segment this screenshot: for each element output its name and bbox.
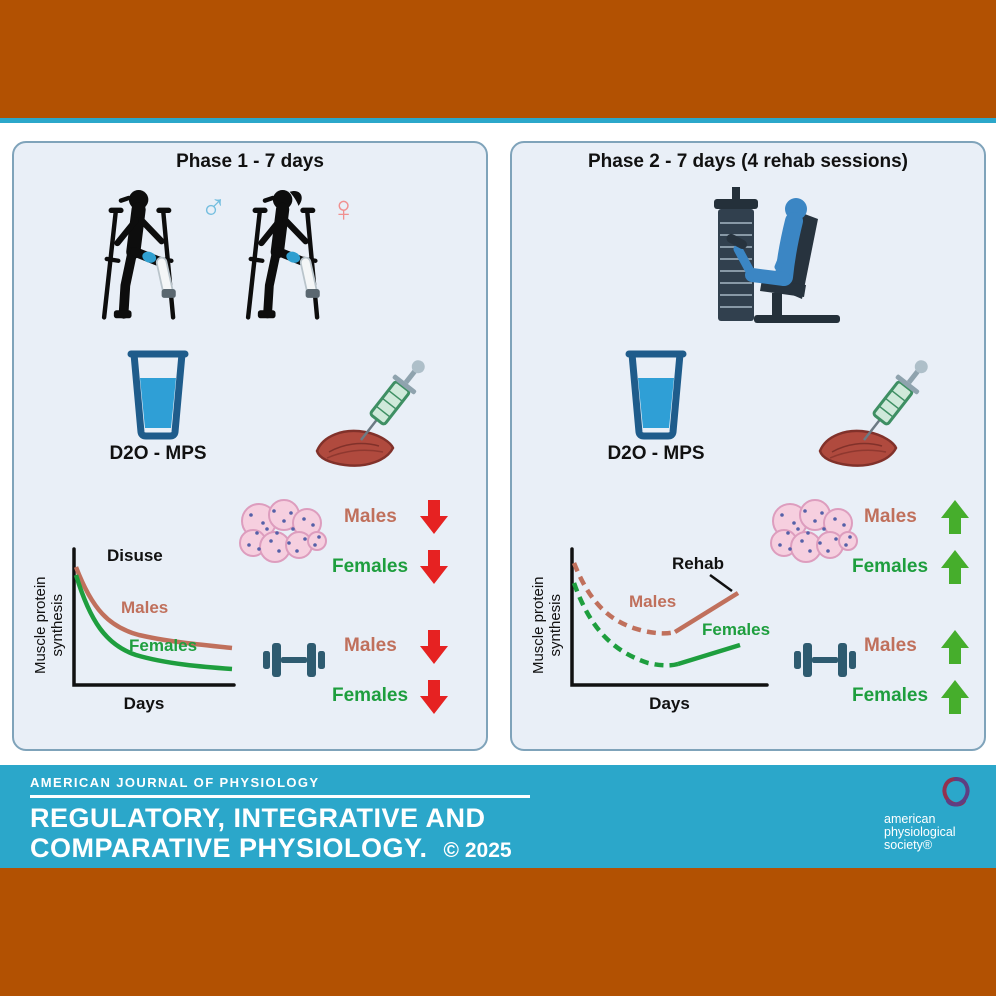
strength-males-label: Males	[344, 635, 397, 656]
chart-plot	[570, 547, 769, 687]
chart-x-axis-label: Days	[123, 694, 165, 713]
chart-males-label: Males	[121, 598, 169, 617]
muscle-biopsy-icon	[818, 360, 928, 467]
d2o-glass-icon	[625, 350, 687, 440]
leg-extension-machine-icon	[714, 187, 840, 323]
chart-y-axis-label: Muscle protein synthesis	[529, 576, 564, 675]
arrow-down-icon	[420, 680, 448, 714]
histology-females-label: Females	[332, 556, 409, 577]
journal-name: AMERICAN JOURNAL OF PHYSIOLOGY	[30, 775, 320, 790]
strength-females-label: Females	[332, 685, 409, 706]
muscle-histology-icon	[239, 499, 327, 563]
female-crutches-icon	[245, 189, 320, 320]
arrow-up-icon	[941, 500, 969, 534]
muscle-histology-icon	[770, 499, 858, 563]
chart-males-label: Males	[629, 592, 677, 611]
male-symbol: ♂	[200, 185, 227, 226]
banner-divider	[30, 795, 530, 798]
mps-chart-phase2: Muscle protein synthesis Rehab Males Fem…	[527, 538, 777, 748]
chart-x-axis-label: Days	[649, 694, 690, 713]
journal-title-line2: COMPARATIVE PHYSIOLOGY.	[30, 833, 428, 863]
arrow-down-icon	[420, 630, 448, 664]
strength-females-label: Females	[852, 685, 929, 706]
phase1-panel: Phase 1 - 7 days ♂	[12, 141, 488, 751]
aps-logo-icon	[942, 777, 970, 807]
arrow-up-icon	[941, 630, 969, 664]
chart-y-axis-label: Muscle protein synthesis	[31, 576, 66, 675]
chart-annotation: Rehab	[672, 554, 724, 573]
arrow-down-icon	[420, 500, 448, 534]
histology-males-label: Males	[864, 506, 917, 527]
phase2-panel: Phase 2 - 7 days (4 rehab sessions)	[510, 141, 986, 751]
histology-females-label: Females	[852, 556, 929, 577]
male-crutches-icon	[101, 189, 176, 320]
chart-annotation: Disuse	[107, 546, 163, 565]
society-name: american physiological society®	[884, 812, 956, 852]
top-accent-bar	[0, 118, 996, 123]
journal-title-line1: REGULATORY, INTEGRATIVE AND	[30, 803, 486, 833]
chart-plot	[72, 547, 236, 687]
histology-males-label: Males	[344, 506, 397, 527]
chart-females-label: Females	[702, 620, 771, 639]
arrow-down-icon	[420, 550, 448, 584]
phase1-title: Phase 1 - 7 days	[176, 151, 324, 172]
arrow-up-icon	[941, 680, 969, 714]
phase2-title: Phase 2 - 7 days (4 rehab sessions)	[588, 151, 908, 172]
arrow-up-icon	[941, 550, 969, 584]
dumbbell-icon	[794, 643, 856, 677]
copyright: © 2025	[443, 839, 512, 862]
muscle-biopsy-icon	[315, 360, 425, 467]
mps-chart-phase1: Muscle protein synthesis Disuse Males Fe…	[29, 538, 244, 748]
chart-females-label: Females	[129, 636, 198, 655]
strength-males-label: Males	[864, 635, 917, 656]
journal-banner: AMERICAN JOURNAL OF PHYSIOLOGY REGULATOR…	[0, 765, 996, 868]
tracer-label: D2O - MPS	[109, 443, 207, 464]
dumbbell-icon	[263, 643, 325, 677]
female-symbol: ♀	[330, 188, 357, 229]
d2o-glass-icon	[127, 350, 189, 440]
tracer-label: D2O - MPS	[607, 443, 705, 464]
